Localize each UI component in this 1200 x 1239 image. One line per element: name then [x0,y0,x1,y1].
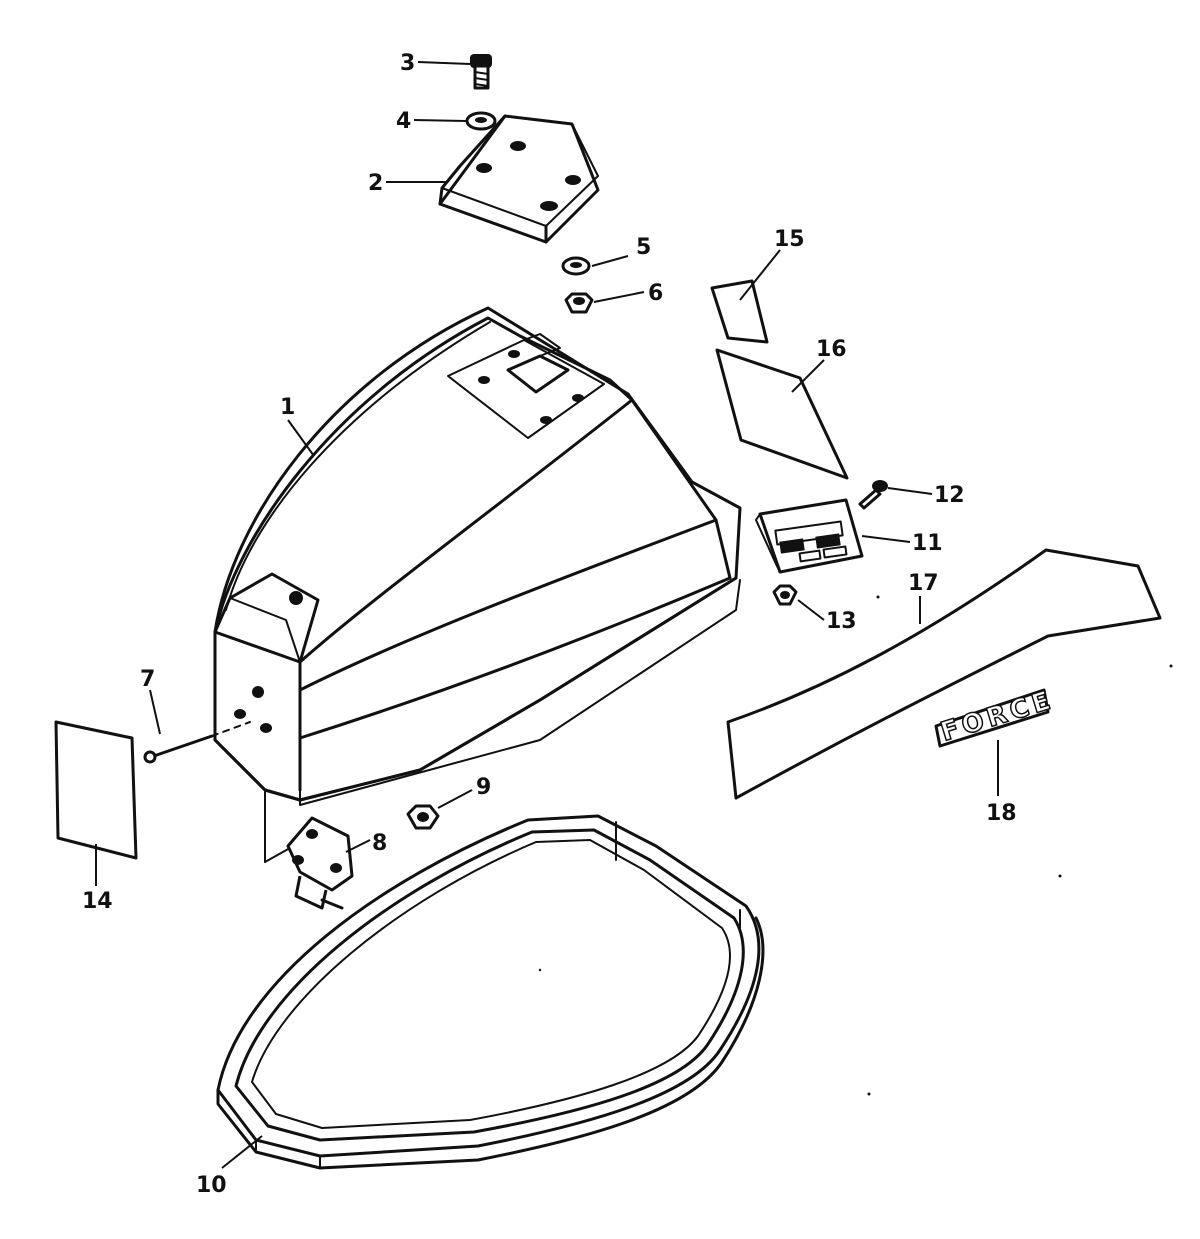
part-14-decal [54,720,138,860]
scan-specks [538,595,1173,1096]
part-7-screw [143,721,251,764]
force-emblem-text: FORCE [937,685,1057,748]
callout-7: 7 [140,667,155,692]
callout-numbers: 3 4 2 5 6 1 15 16 12 11 13 17 18 7 14 8 … [82,51,1017,1198]
part-1-cowl [213,306,742,806]
callout-13: 13 [826,609,857,634]
callout-4: 4 [396,109,411,134]
part-6-nut [564,292,594,314]
part-3-screw [470,54,492,90]
part-15-decal [710,279,769,344]
callout-5: 5 [636,235,651,260]
part-2-top-pad [438,114,600,244]
callout-10: 10 [196,1173,227,1198]
part-11-plate [755,498,864,574]
part-5-washer [561,256,591,276]
part-4-washer [465,111,497,131]
callout-14: 14 [82,889,113,914]
callout-15: 15 [774,227,805,252]
part-13-nut [772,584,798,606]
callout-12: 12 [934,483,965,508]
callout-3: 3 [400,51,415,76]
part-12-screw [858,480,888,510]
part-17-decal-stripe [726,548,1162,800]
callout-17: 17 [908,571,939,596]
callout-18: 18 [986,801,1017,826]
callout-6: 6 [648,281,663,306]
callout-11: 11 [912,531,943,556]
callout-9: 9 [476,775,491,800]
part-9-nut [406,804,440,830]
part-10-seal [216,814,765,1170]
part-16-decal [715,348,849,480]
callout-2: 2 [368,171,383,196]
part-18-emblem: FORCE [934,684,1058,748]
callout-leaders [95,61,999,1169]
callout-8: 8 [372,831,387,856]
callout-16: 16 [816,337,847,362]
part-8-latch [264,791,354,910]
callout-1: 1 [280,395,295,420]
